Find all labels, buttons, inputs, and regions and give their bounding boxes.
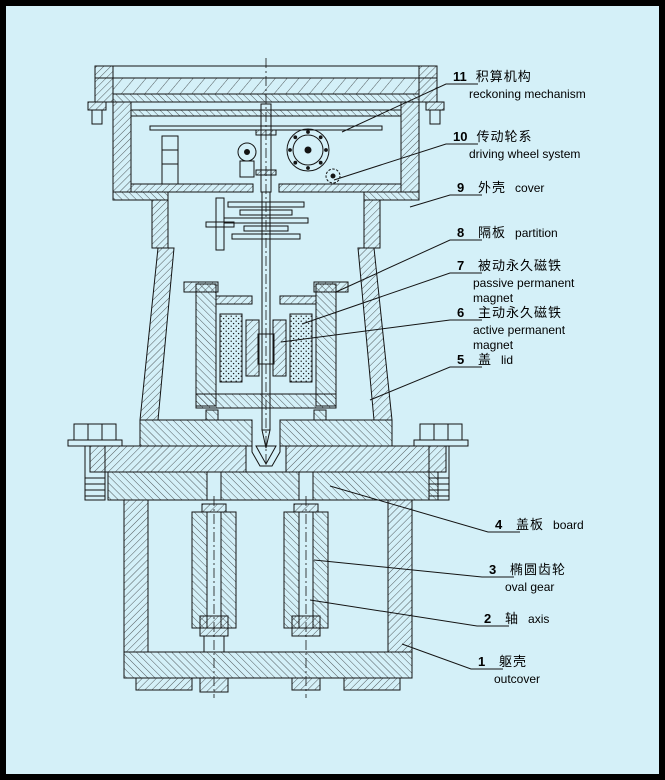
flange-bolts (67, 423, 469, 501)
leader-lines (280, 83, 520, 670)
part-name-zh: 隔板 (478, 225, 507, 240)
part-label-cover: 9 外壳 cover (457, 177, 544, 196)
part-label-active-permanent-magnet: 6 主动永久磁铁 active permanent magnet (457, 302, 589, 353)
part-name-en: partition (515, 226, 558, 240)
part-name-zh: 盖板 (516, 517, 545, 532)
part-name-en: driving wheel system (469, 147, 581, 161)
part-name-zh: 躯壳 (499, 654, 528, 669)
part-number: 2 (484, 611, 492, 626)
center-lines (213, 58, 307, 698)
part-name-en: board (553, 518, 584, 532)
part-number: 1 (478, 654, 486, 669)
part-name-en: passive permanent magnet (473, 276, 575, 305)
part-name-zh: 外壳 (478, 180, 507, 195)
part-number: 10 (453, 129, 468, 144)
part-name-en: active permanent magnet (473, 323, 566, 352)
lower-body (123, 499, 413, 693)
part-label-board: 4 盖板 board (495, 514, 584, 533)
part-label-driving-wheel-system: 10 传动轮系 driving wheel system (453, 126, 580, 161)
part-label-oval-gear: 3 椭圆齿轮 oval gear (489, 559, 566, 594)
part-number: 5 (457, 352, 465, 367)
part-name-en: cover (515, 181, 545, 195)
part-label-partition: 8 隔板 partition (457, 222, 558, 241)
part-name-zh: 传动轮系 (476, 129, 533, 144)
part-name-en: oval gear (505, 580, 555, 594)
part-number: 6 (457, 305, 465, 320)
part-number: 4 (495, 517, 503, 532)
part-number: 7 (457, 258, 465, 273)
part-number: 11 (453, 69, 467, 84)
part-name-en: axis (528, 612, 550, 626)
part-label-outcover: 1 躯壳 outcover (478, 651, 540, 686)
part-label-axis: 2 轴 axis (484, 608, 549, 627)
part-name-en: reckoning mechanism (469, 87, 586, 101)
part-label-reckoning-mechanism: 11 积算机构 reckoning mechanism (453, 66, 586, 101)
part-number: 3 (489, 562, 497, 577)
driving-wheel-system (112, 191, 420, 449)
part-name-zh: 轴 (505, 611, 520, 626)
part-name-zh: 被动永久磁铁 (478, 258, 563, 273)
part-name-en: outcover (494, 672, 541, 686)
part-name-zh: 主动永久磁铁 (478, 305, 563, 320)
part-label-lid: 5 盖 lid (457, 349, 513, 368)
part-label-passive-permanent-magnet: 7 被动永久磁铁 passive permanent magnet (457, 255, 589, 306)
part-number: 9 (457, 180, 465, 195)
part-name-zh: 盖 (478, 352, 493, 367)
part-name-zh: 积算机构 (475, 69, 532, 84)
part-number: 8 (457, 225, 465, 240)
lid-and-flange (89, 409, 447, 501)
part-name-zh: 椭圆齿轮 (510, 562, 567, 577)
part-name-en: lid (501, 353, 514, 367)
